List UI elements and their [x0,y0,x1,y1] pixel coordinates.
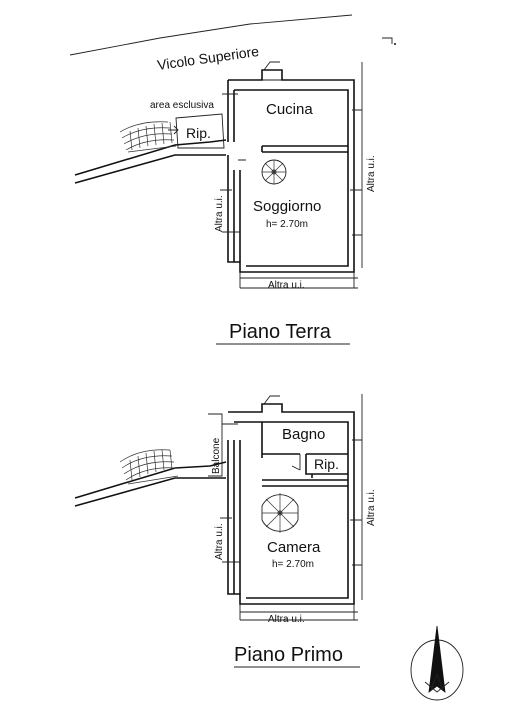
bathroom-label: Bagno [282,426,325,443]
bathroom-wall [261,422,348,458]
first-floor-title: Piano Primo [234,644,343,666]
ramp-outline-first [74,461,227,507]
first-outer-wall [227,403,355,605]
exclusive-area-outline [175,113,225,149]
balcony-outline [208,413,223,477]
other-unit-bottom-ground: Altra u.i. [268,280,305,291]
front-door-first [263,395,280,405]
ground-floor-title: Piano Terra [229,321,332,343]
bathroom-door [291,454,301,471]
bottom-boundary-first [240,611,358,621]
front-door [262,61,282,81]
ground-outer-wall [227,69,355,273]
street-label: Vicolo Superiore [156,43,260,73]
ground-outer-wall-inner [234,89,349,267]
bottom-boundary-tick [239,272,355,288]
exterior-steps [119,121,177,153]
window-marks [220,93,362,236]
bedroom-wall [262,479,348,487]
ground-left-wall [227,80,235,142]
spiral-staircase-first [261,493,299,533]
bottom-boundary-tick-first [239,604,355,620]
storage-label-first: Rip. [314,456,339,472]
first-floor-plan: Balcone Bagno Rip. Camera h= 2.70m Altra… [74,394,377,668]
ground-left-wall-lower [233,170,241,262]
street-edge-line [69,14,353,56]
kitchen-label: Cucina [266,101,313,118]
storage-wall-first [305,454,348,478]
other-unit-right-ground: Altra u.i. [366,155,377,192]
exterior-steps-first [119,449,179,485]
dot-mark [394,43,396,45]
exclusive-area-arrow [168,125,179,135]
ramp-outline [74,139,227,184]
street-corner-mark [382,37,393,44]
first-outer-wall-inner [234,421,349,599]
north-arrow-icon [410,625,464,701]
kitchen-living-wall [261,145,348,153]
balcony-label: Balcone [211,437,222,474]
exclusive-area-label: area esclusiva [150,100,214,111]
other-unit-left-ground: Altra u.i. [214,195,225,232]
bedroom-height-label: h= 2.70m [272,559,314,570]
living-room-label: Soggiorno [253,198,321,215]
other-unit-bottom-first: Altra u.i. [268,614,305,625]
other-unit-left-first: Altra u.i. [214,523,225,560]
bottom-boundary [240,277,358,289]
storage-label-ground: Rip. [186,125,211,141]
ground-floor-plan: Vicolo Superiore area esclusiva Rip. Cuc… [69,14,396,345]
spiral-staircase-ground [261,159,287,185]
window-marks-first [220,423,362,566]
bedroom-label: Camera [267,539,321,556]
first-left-wall [233,440,241,594]
other-unit-right-first: Altra u.i. [366,489,377,526]
living-height-label: h= 2.70m [266,219,308,230]
